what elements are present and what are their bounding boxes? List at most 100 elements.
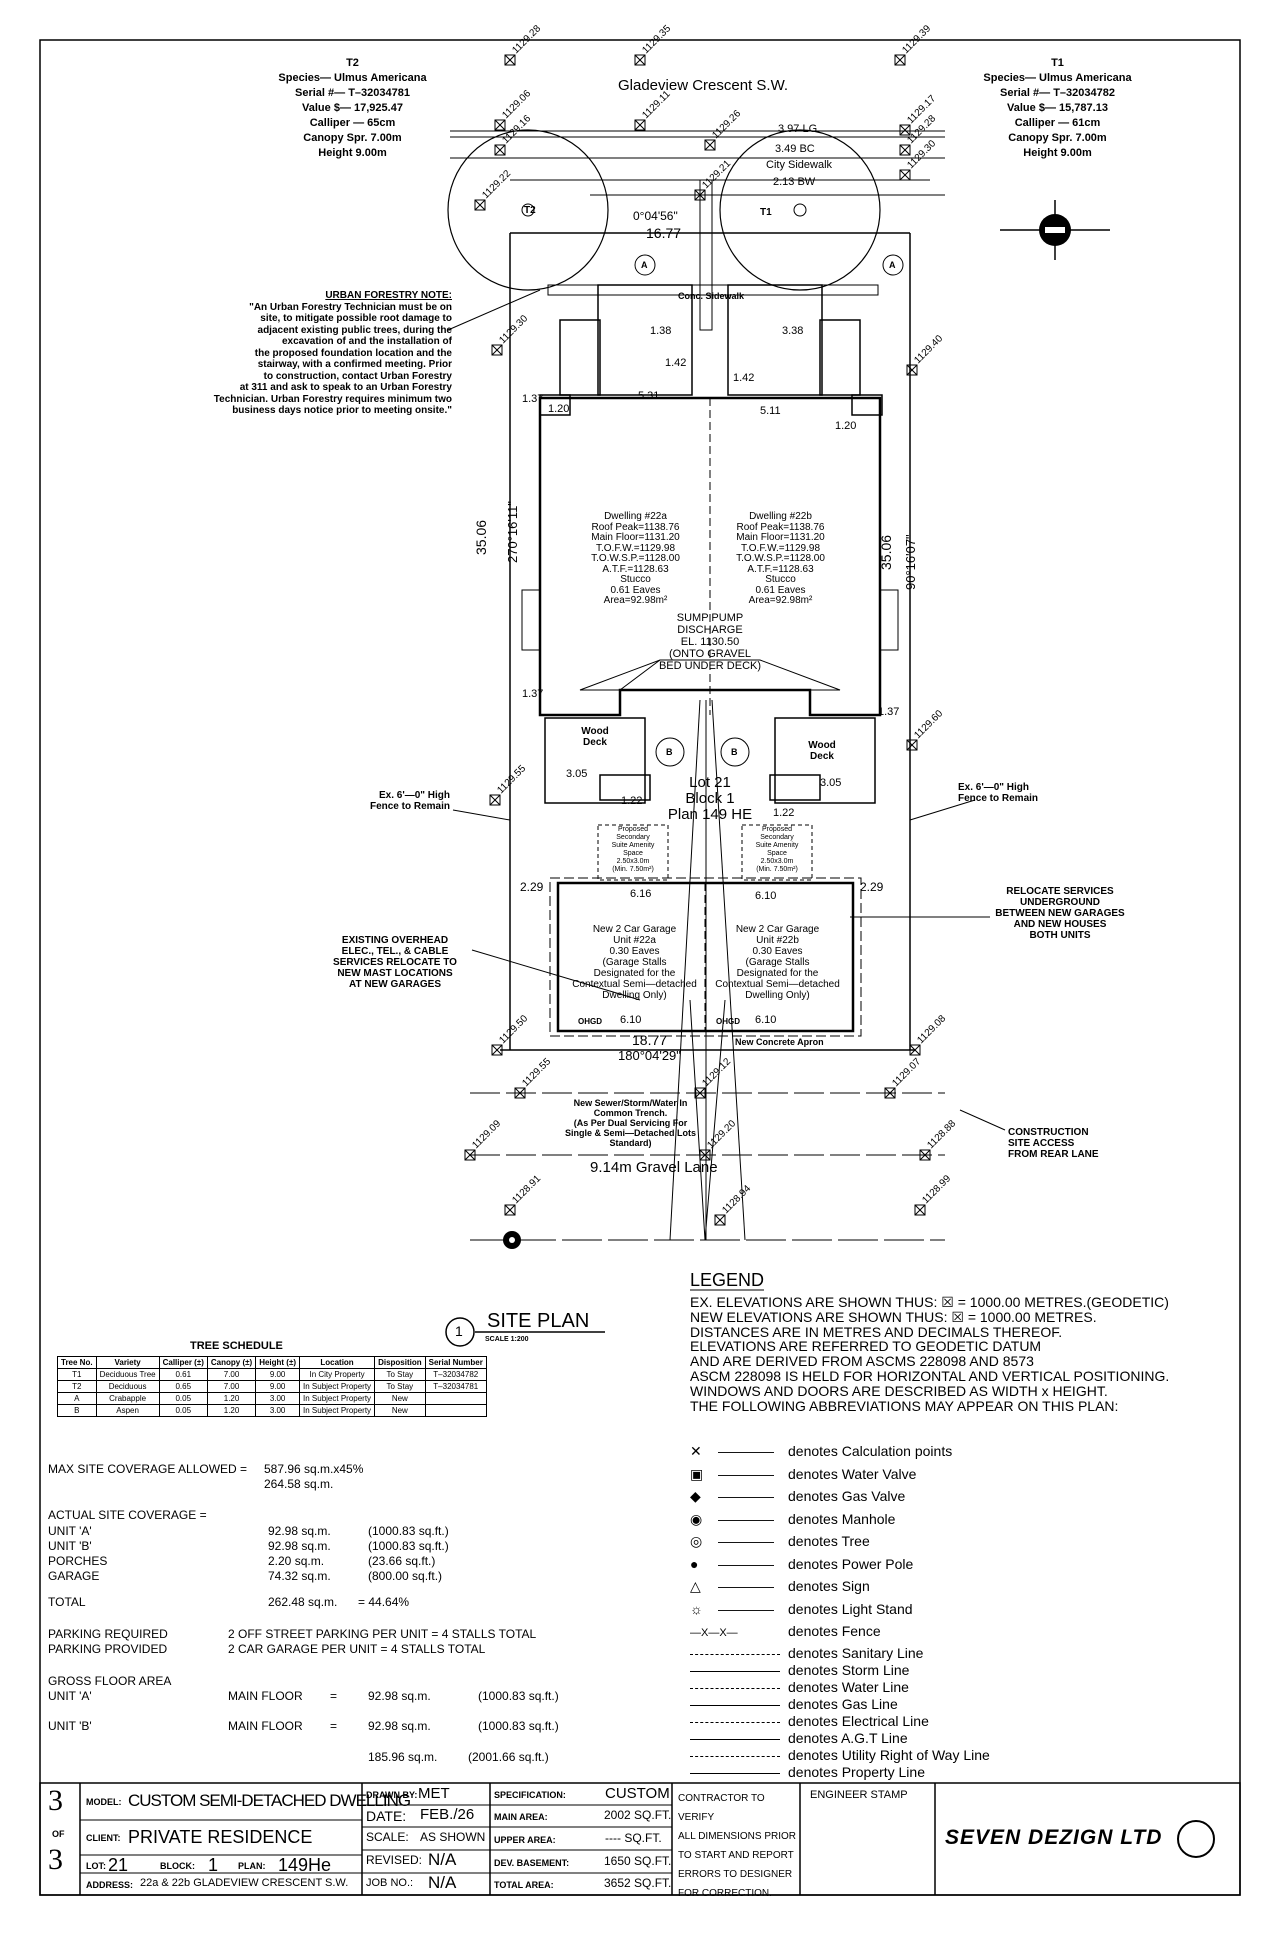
dwelling-a-line: T.O.W.S.P.=1128.00	[591, 553, 680, 564]
title-block-rows	[80, 1804, 672, 1874]
elevation-marker-icon: 1129.08	[909, 1013, 948, 1056]
tree-t1-info: T1 Species— Ulmus Americana Serial #— T–…	[955, 56, 1160, 161]
tree-serial: Serial #— T–32034782	[1000, 87, 1115, 99]
client-label: CLIENT:	[86, 1833, 121, 1843]
table-cell: Aspen	[95, 1404, 160, 1417]
table-cell: To Stay	[374, 1380, 426, 1393]
scale-label: SCALE:	[366, 1830, 409, 1844]
table-cell: In Subject Property	[299, 1392, 376, 1405]
tree-value: Value $— 17,925.47	[302, 102, 403, 114]
tree-canopy: Canopy Spr. 7.00m	[303, 132, 402, 144]
wood-deck-b: Wood Deck	[808, 740, 836, 762]
gfa-row-sqft: (1000.83 sq.ft.)	[478, 1719, 559, 1733]
table-cell: New	[374, 1404, 426, 1417]
garage-a-line: New 2 Car Garage	[592, 924, 677, 935]
elevation-label: 1129.22	[480, 168, 513, 201]
table-cell	[424, 1404, 487, 1417]
fence-left-line: Fence to Remain	[369, 801, 450, 812]
coverage-total-label: TOTAL	[48, 1595, 86, 1609]
legend-item: denotes Gas Line	[690, 1696, 898, 1712]
verify-line: CONTRACTOR TO VERIFY	[678, 1793, 765, 1823]
legend-note: ASCM 228098 IS HELD FOR HORIZONTAL AND V…	[690, 1368, 1170, 1384]
street-lines	[450, 130, 945, 196]
dwelling-a-line: 0.61 Eaves	[610, 584, 661, 596]
sump-line: EL. 1130.50	[680, 636, 740, 648]
elevation-marker-icon: 1129.11	[634, 89, 673, 131]
dim-120: 1.20	[548, 403, 570, 415]
contractor-verify-note: CONTRACTOR TO VERIFY ALL DIMENSIONS PRIOR…	[678, 1789, 798, 1903]
dim-610b: 6.10	[620, 1014, 642, 1026]
front-width: 16.77	[646, 225, 682, 241]
drawn-by-label: DRAWN BY:	[366, 1790, 418, 1800]
tree-canopy-t1	[719, 129, 881, 291]
lot-line: Block 1	[685, 790, 735, 807]
elevation-marker-icon: 1129.39	[894, 23, 933, 66]
tree-calliper: Calliper — 65cm	[309, 117, 396, 129]
fence-left-line: Ex. 6'—0" High	[378, 790, 450, 801]
ohgd-b: OHGD	[716, 1017, 740, 1026]
legend-item-label: denotes Light Stand	[788, 1600, 913, 1617]
legend-symbol-icon: ◎	[690, 1533, 703, 1549]
dim-229b: 2.29	[860, 880, 884, 894]
sump-line: SUMP PUMP	[676, 612, 744, 624]
date-label: DATE:	[366, 1808, 407, 1824]
coverage-total-percent: = 44.64%	[358, 1595, 410, 1609]
coverage-row-value: 92.98 sq.m.	[268, 1539, 331, 1553]
engineer-stamp: ENGINEER STAMP	[810, 1789, 908, 1801]
legend-item: ▣————denotes Water Valve	[690, 1466, 916, 1483]
dim-lg: 3.97 LG	[778, 123, 818, 135]
tree-t1-marker: T1	[760, 207, 772, 218]
legend-item: ☼————denotes Light Stand	[690, 1601, 913, 1617]
rear-width: 18.77	[632, 1032, 668, 1048]
verify-line: ALL DIMENSIONS PRIOR	[678, 1831, 796, 1842]
tree-a-marker-2: A	[889, 260, 896, 270]
table-cell: Deciduous Tree	[95, 1368, 160, 1381]
scale-value: AS SHOWN	[420, 1830, 486, 1844]
legend-line-sample	[690, 1704, 780, 1706]
gfa-total-sqm: 185.96 sq.m.	[368, 1750, 438, 1764]
legend-item: denotes A.G.T Line	[690, 1730, 908, 1746]
legend-symbol-icon: ●	[690, 1555, 699, 1572]
max-coverage-value: 587.96 sq.m.x45%	[264, 1462, 364, 1476]
dim-122b: 1.22	[773, 807, 795, 819]
elevation-marker-icon: 1129.55	[514, 1056, 553, 1099]
legend-line-sample	[690, 1653, 780, 1655]
sewer-line: Standard)	[609, 1138, 652, 1148]
amenity-a-line: 2.50x3.0m	[616, 858, 650, 865]
parking-provided-label: PARKING PROVIDED	[48, 1642, 168, 1656]
tree-schedule-header: Calliper (±)	[158, 1356, 208, 1369]
table-cell: In City Property	[299, 1368, 376, 1381]
garage-a-line: Unit #22a	[613, 935, 656, 946]
dim-229: 2.29	[520, 880, 544, 894]
legend-dash: ————	[718, 1488, 774, 1504]
elevation-marker-icon: 1129.30	[491, 313, 530, 356]
dwelling-b-line: T.O.F.W.=1129.98	[740, 542, 821, 554]
table-cell: 1.20	[206, 1392, 257, 1405]
gfa-row-floor: MAIN FLOOR	[228, 1719, 303, 1733]
dim-137b: 1.37	[522, 688, 544, 700]
elevation-marker-icon: 1129.21	[694, 158, 733, 201]
front-porches	[539, 284, 883, 416]
garage-b-line: (Garage Stalls	[745, 957, 810, 968]
sheet-total: 3	[48, 1843, 63, 1876]
sheet-number: 3	[48, 1784, 63, 1817]
elevation-marker-icon: 1129.09	[464, 1118, 503, 1161]
legend-item-label: denotes Fence	[788, 1623, 881, 1639]
dim-120b: 1.20	[835, 420, 857, 432]
date-value: FEB./26	[420, 1806, 475, 1823]
elevation-marker-icon: 1129.30	[899, 138, 938, 181]
legend-symbol-icon: ◆	[690, 1488, 701, 1504]
total-area-label: TOTAL AREA:	[494, 1880, 554, 1890]
company-logo-icon	[1177, 1820, 1215, 1858]
block-value: 1	[208, 1855, 219, 1875]
legend-item: denotes Storm Line	[690, 1662, 909, 1678]
elevation-marker-icon: 1128.99	[914, 1173, 953, 1216]
elevation-label: 1129.12	[700, 1056, 733, 1089]
wood-deck-a: Wood Deck	[581, 726, 609, 748]
spec-label: SPECIFICATION:	[494, 1790, 566, 1800]
client-value: PRIVATE RESIDENCE	[128, 1827, 313, 1847]
